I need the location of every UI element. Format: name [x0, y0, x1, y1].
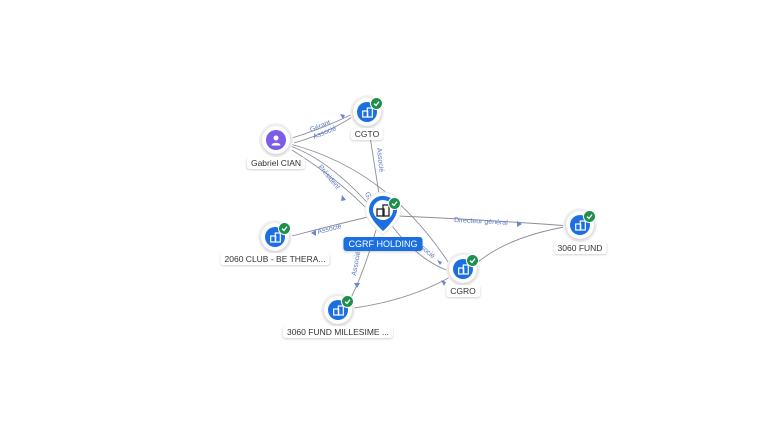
- arrow-club: [311, 230, 316, 236]
- edge-label-associe-vertical: Associé: [375, 147, 385, 172]
- node-label[interactable]: CGTO: [350, 128, 384, 140]
- check-badge-icon: [583, 210, 596, 223]
- arrow-cgto: [340, 114, 345, 119]
- edge-cgrf-cgro: [391, 225, 453, 273]
- edge-gabriel-cgto-2: [293, 115, 355, 144]
- edge-millesime-cgro: [353, 275, 453, 309]
- check-badge-icon: [388, 197, 401, 210]
- edge-gabriel-cgrf-president: [289, 145, 375, 211]
- edge-label-president: Président: [316, 164, 340, 191]
- edge-cgrf-fund: [397, 215, 571, 227]
- edge-label-associe-millesime: Associé: [351, 251, 362, 276]
- node-label[interactable]: CGRF HOLDING: [343, 237, 423, 251]
- node-label[interactable]: 3060 FUND MILLESIME ...: [282, 326, 394, 338]
- check-badge-icon: [341, 295, 354, 308]
- building-icon: [376, 204, 390, 217]
- arrow-cgro-2: [441, 280, 446, 286]
- node-label[interactable]: Gabriel CIAN: [246, 157, 306, 169]
- edge-fund-cgro: [477, 225, 571, 263]
- arrow-cgrf-from-gabriel: [341, 195, 346, 201]
- arrow-fund: [517, 221, 522, 227]
- node-label[interactable]: 3060 FUND: [553, 242, 607, 254]
- edge-gabriel-cgto: [291, 111, 357, 139]
- edge-label-associe-club: Associé: [317, 223, 343, 236]
- node-label[interactable]: 2060 CLUB - BE THERA...: [220, 253, 330, 265]
- edge-gabriel-cgro: [289, 143, 453, 269]
- edge-label-directeur: Directeur général: [454, 217, 508, 227]
- edge-cgrf-club: [291, 215, 373, 237]
- node-label[interactable]: CGRO: [446, 285, 480, 297]
- arrow-millesime: [354, 283, 360, 288]
- check-badge-icon: [278, 222, 291, 235]
- check-badge-icon: [466, 254, 479, 267]
- check-badge-icon: [370, 97, 383, 110]
- person-icon: [266, 130, 286, 150]
- arrow-cgro: [437, 260, 442, 265]
